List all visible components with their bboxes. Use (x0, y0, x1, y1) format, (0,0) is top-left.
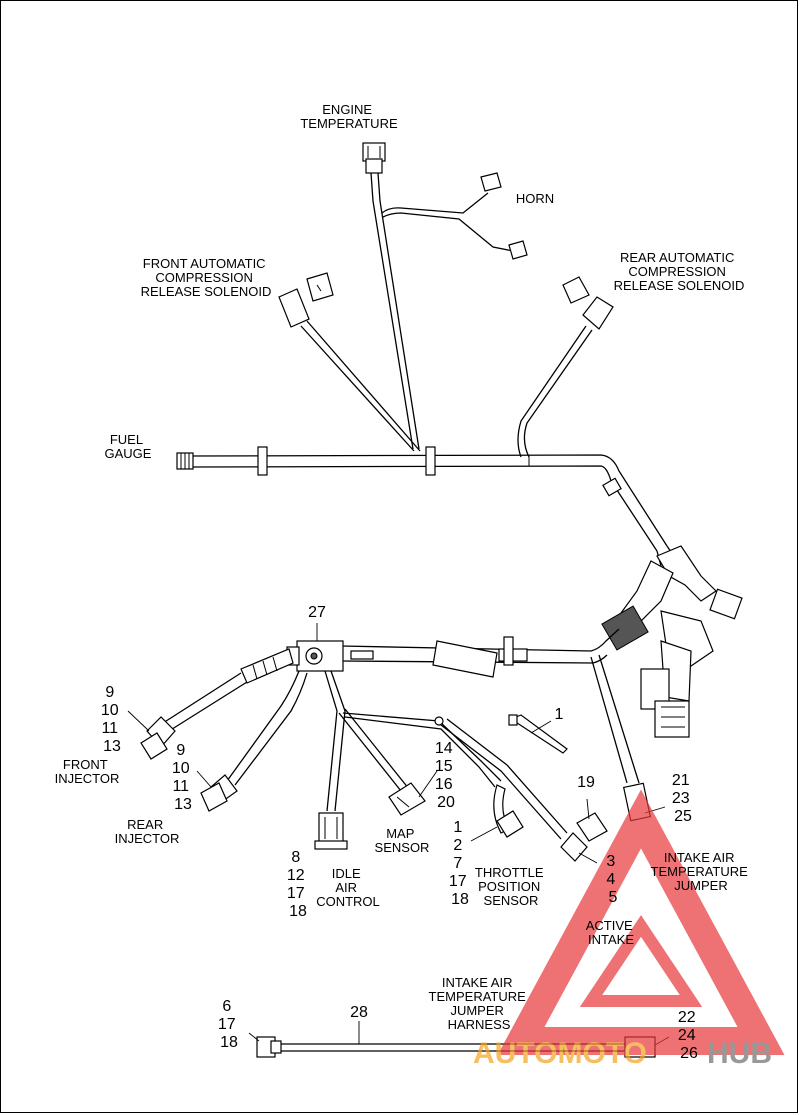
label-front-acr: FRONT AUTOMATIC COMPRESSION RELEASE SOLE… (141, 256, 272, 299)
callout-iat: 21 23 25 (672, 772, 694, 825)
label-map-sensor: MAP SENSOR (375, 826, 430, 855)
label-throttle-position-sensor: THROTTLE POSITION SENSOR (475, 865, 547, 908)
fuel-gauge-connector (176, 452, 194, 470)
callout-28: 28 (350, 1004, 368, 1021)
label-intake-air-temp-jumper-harness: INTAKE AIR TEMPERATURE JUMPER HARNESS (429, 975, 530, 1032)
label-front-injector: FRONT INJECTOR (55, 757, 120, 786)
label-rear-injector: REAR INJECTOR (115, 817, 180, 846)
label-active-intake: ACTIVE INTAKE (586, 918, 637, 947)
watermark-inner-triangle (579, 915, 703, 1007)
callout-active-intake: 3 4 5 (606, 853, 619, 906)
horn-connectors (480, 172, 528, 260)
callout-19: 19 (577, 774, 595, 791)
rear-injector-connector (200, 774, 238, 812)
callout-idle-air: 8 12 17 18 (287, 849, 309, 920)
label-horn: HORN (516, 191, 554, 206)
watermark-text-main: AUTOMOTO (473, 1037, 647, 1070)
iat-block-19 (576, 812, 608, 842)
callout-map: 14 15 16 20 (435, 740, 457, 811)
idle-air-connector (314, 812, 348, 850)
callout-rear-injector: 9 10 11 13 (172, 742, 194, 813)
callout-jumper-right: 22 24 26 (678, 1009, 700, 1062)
callout-27: 27 (308, 604, 326, 621)
component-labels: ENGINE TEMPERATURE HORN FRONT AUTOMATIC … (55, 102, 752, 1032)
junction-block-27 (286, 640, 344, 672)
active-intake-connector (560, 832, 588, 862)
leader-lines (127, 623, 670, 1046)
label-rear-acr: REAR AUTOMATIC COMPRESSION RELEASE SOLEN… (614, 250, 745, 293)
callout-jumper-left: 6 17 18 (218, 998, 240, 1051)
callout-1: 1 (555, 706, 564, 723)
label-intake-air-temp-jumper: INTAKE AIR TEMPERATURE JUMPER (651, 850, 752, 893)
tps-connector (496, 810, 524, 838)
tie-strap-1 (508, 714, 568, 754)
trunk-clips (257, 446, 622, 497)
label-engine-temperature: ENGINE TEMPERATURE (300, 102, 398, 131)
front-acr-connector (278, 272, 334, 328)
label-fuel-gauge: FUEL GAUGE (105, 432, 152, 461)
watermark-text-hub: HUB (707, 1037, 772, 1070)
engine-temperature-connector (362, 142, 386, 174)
map-sensor-connector (388, 782, 426, 816)
main-harness-body (340, 545, 743, 822)
front-injector-connector (140, 716, 176, 760)
upper-harness (190, 172, 678, 567)
callout-numbers: 27 9 10 11 13 9 10 11 13 8 12 17 18 14 1… (101, 604, 700, 1062)
automotohub-watermark: AUTOMOTO HUB (473, 789, 785, 1070)
watermark-triangle (497, 789, 785, 1055)
callout-tps: 1 2 7 17 18 (449, 819, 471, 908)
label-idle-air-control: IDLE AIR CONTROL (316, 866, 380, 909)
injector-branches (162, 648, 308, 786)
callout-front-injector: 9 10 11 13 (101, 684, 123, 755)
rear-acr-connector (562, 276, 614, 330)
